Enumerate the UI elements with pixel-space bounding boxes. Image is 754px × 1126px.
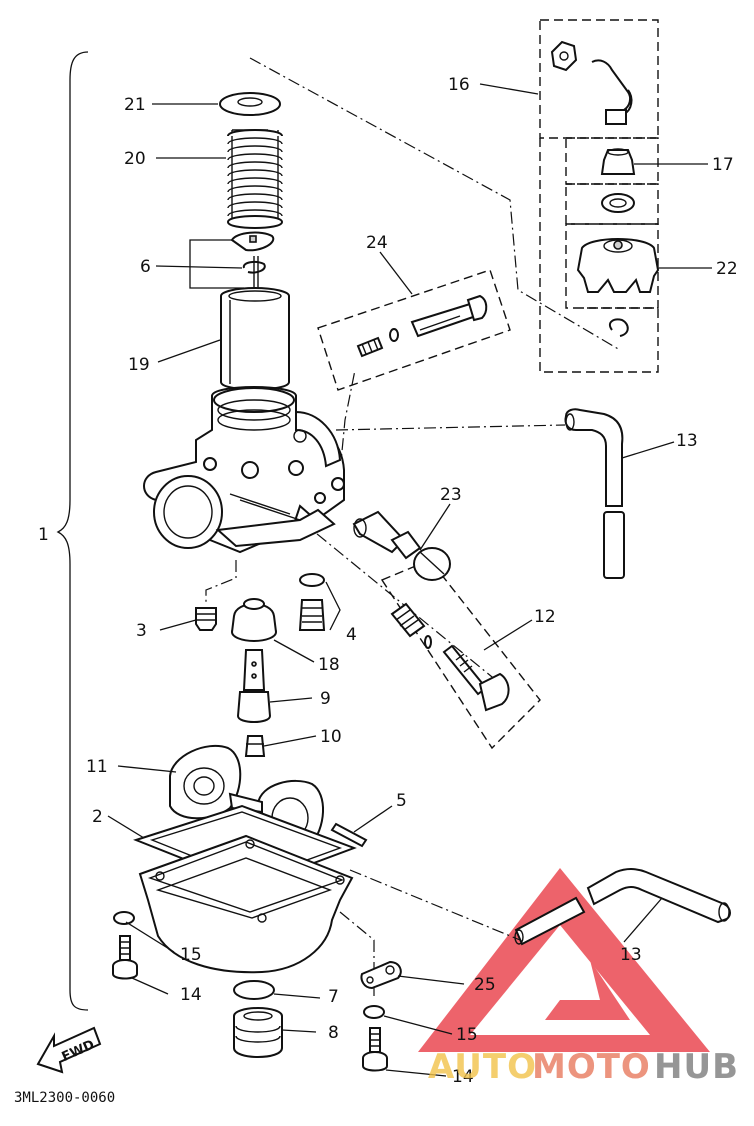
carburetor-body (143, 386, 345, 554)
part-5-float-pin (330, 822, 368, 848)
callout-10: 10 (320, 727, 342, 747)
group-box-16 (539, 19, 659, 139)
assembly-brace (56, 51, 89, 1011)
part-13-hose-upper (564, 408, 625, 579)
watermark-text: AUTO MOTO HUB (428, 1047, 739, 1087)
centerline-13 (335, 424, 566, 431)
part-15-washer-left (113, 911, 135, 925)
callout-3: 3 (136, 621, 147, 641)
part-9-needle-jet (236, 649, 272, 723)
callout-13-lower: 13 (620, 945, 642, 965)
part-10-main-jet (244, 735, 266, 757)
part-25-bracket (360, 960, 402, 990)
callout-24: 24 (366, 233, 388, 253)
part-3-pilot-jet (195, 607, 217, 631)
group-box-washer (565, 183, 659, 225)
callout-14-right: 14 (452, 1067, 474, 1087)
part-24-pilot-screw (356, 294, 488, 358)
watermark-logo (418, 868, 710, 1052)
watermark-hub: HUB (654, 1047, 739, 1087)
callout-19: 19 (128, 355, 150, 375)
part-14-screw-right (362, 1027, 388, 1072)
float-bowl (138, 834, 354, 974)
part-7-o-ring (233, 980, 275, 1000)
callout-5: 5 (396, 791, 407, 811)
part-20-spring (227, 129, 284, 229)
bracket-6 (189, 239, 244, 289)
bracket-4 (325, 581, 341, 631)
part-17-cap (600, 148, 636, 175)
callout-1: 1 (38, 525, 49, 545)
callout-11: 11 (86, 757, 108, 777)
callout-15-left: 15 (180, 945, 202, 965)
callout-14-left: 14 (180, 985, 202, 1005)
callout-13-upper: 13 (676, 431, 698, 451)
part-22-top-cap (576, 238, 660, 293)
callout-8: 8 (328, 1023, 339, 1043)
centerline-bottom (349, 869, 521, 941)
callout-2: 2 (92, 807, 103, 827)
callout-21: 21 (124, 95, 146, 115)
washer-ring-inner (609, 198, 627, 208)
centerline-main (249, 57, 621, 351)
part-18-needle-jet-holder (231, 598, 277, 642)
callout-17: 17 (712, 155, 734, 175)
part-13-hose-lower (514, 868, 731, 946)
callout-labels: 1 2 3 4 5 6 7 8 9 10 11 12 13 13 14 14 1… (38, 75, 738, 1087)
part-16-fitting (550, 40, 633, 125)
centerline-3 (205, 560, 237, 605)
callout-12: 12 (534, 607, 556, 627)
callout-9: 9 (320, 689, 331, 709)
centerline-25 (339, 911, 375, 1000)
part-12-throttle-stop-screw (390, 602, 510, 712)
watermark-auto: AUTO (428, 1047, 537, 1087)
callout-6: 6 (140, 257, 151, 277)
leader-lines (107, 83, 712, 1077)
washer-ring (601, 193, 635, 213)
part-19-throttle-slide (220, 287, 290, 391)
callout-15-right: 15 (456, 1025, 478, 1045)
circlip (608, 318, 629, 337)
callout-20: 20 (124, 149, 146, 169)
callout-7: 7 (328, 987, 339, 1007)
part-15-washer-right (363, 1005, 385, 1019)
fwd-arrow: FWD (36, 1026, 102, 1074)
watermark-moto: MOTO (532, 1047, 651, 1087)
part-21-washer (219, 92, 281, 116)
callout-18: 18 (318, 655, 340, 675)
part-8-drain-plug (233, 1007, 283, 1058)
part-23-choke-plunger (352, 510, 451, 581)
callout-25: 25 (474, 975, 496, 995)
part-14-screw-left (112, 935, 138, 980)
group-box-12 (380, 559, 541, 750)
part-4-starter-jet (298, 573, 326, 631)
callout-23: 23 (440, 485, 462, 505)
callout-16: 16 (448, 75, 470, 95)
callout-22: 22 (716, 259, 738, 279)
diagram-code: 3ML2300-0060 (14, 1090, 115, 1106)
group-box-24 (317, 269, 511, 391)
callout-4: 4 (346, 625, 357, 645)
